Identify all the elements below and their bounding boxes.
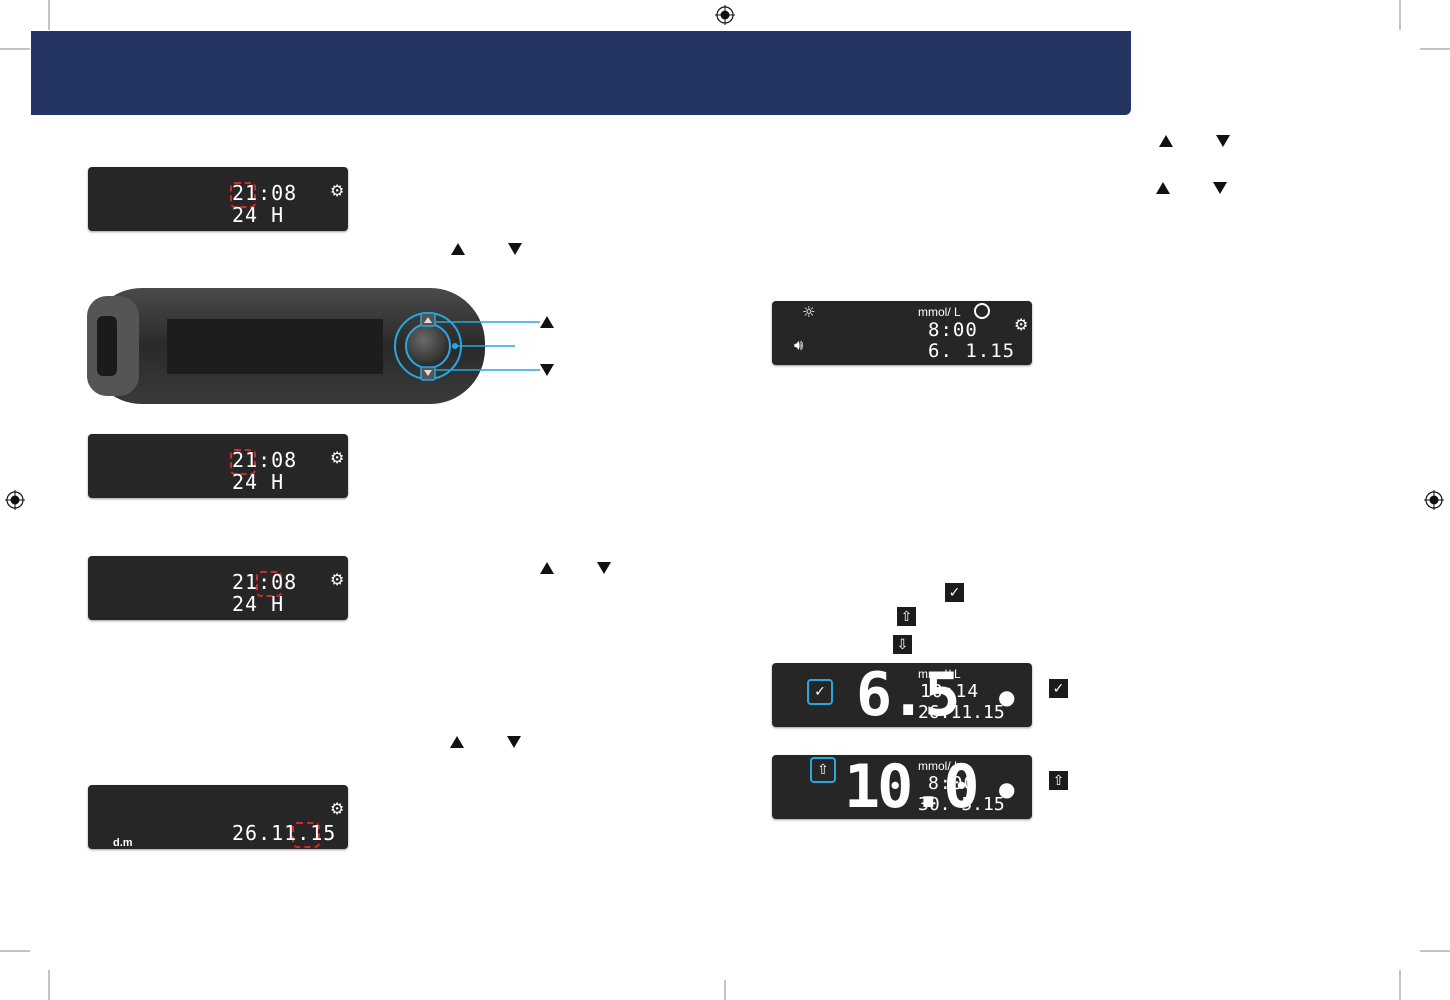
date-value: 6. 1.15	[928, 340, 1016, 362]
time-value: 21:08	[232, 570, 298, 594]
format-value: 24 H	[232, 470, 285, 494]
target-icon	[974, 303, 990, 319]
arrow-up-box-icon: ⇧	[1049, 771, 1068, 790]
arrow-down-icon	[508, 243, 522, 255]
check-marker-icon: ✓	[807, 679, 833, 705]
lcd-settings: ☼ 🔊︎ mmol/ L 8:00 6. 1.15 ⚙	[772, 301, 1032, 365]
arrow-up-icon	[450, 736, 464, 748]
arrow-down-icon	[507, 736, 521, 748]
gear-icon: ⚙	[330, 448, 345, 467]
arrow-down-icon	[597, 562, 611, 574]
check-icon: ✓	[1049, 679, 1068, 698]
result-value: 10.0	[844, 752, 979, 822]
format-value: 24 H	[232, 203, 285, 227]
unit-label: mmol/ L	[918, 759, 961, 773]
time-value: 21:08	[232, 181, 298, 205]
registration-mark-right	[1424, 490, 1444, 510]
gear-icon: ⚙	[330, 570, 345, 589]
light-icon: ☼	[802, 303, 816, 321]
apple-icon: ●	[998, 685, 1016, 709]
speaker-icon: 🔊︎	[794, 336, 804, 354]
lcd-date: 26.11.15 d.m ⚙	[88, 785, 348, 849]
date-value: 30. 5.15	[918, 794, 1005, 815]
lcd-result-normal: ✓ 6.5 mmol/ L 10:14 26.11.15 ●	[772, 663, 1032, 727]
lcd-result-high: ⇧ 10.0 mmol/ L 8:00 30. 5.15 ●	[772, 755, 1032, 819]
arrow-up-marker-icon: ⇧	[810, 757, 836, 783]
time-value: 10:14	[920, 681, 980, 702]
arrow-up-icon	[451, 243, 465, 255]
arrow-up-icon	[540, 562, 554, 574]
time-value: 21:08	[232, 448, 298, 472]
arrow-down-box-icon: ⇩	[893, 635, 912, 654]
arrow-up-box-icon: ⇧	[897, 607, 916, 626]
registration-mark-top	[715, 5, 735, 25]
unit-label: mmol/ L	[918, 667, 961, 681]
arrow-down-icon	[1213, 182, 1227, 194]
time-value: 8:00	[928, 773, 976, 794]
arrow-up-icon	[1156, 182, 1170, 194]
lcd-time-minutes: 21:08 24 H ⚙	[88, 556, 348, 620]
gear-icon: ⚙	[330, 181, 345, 200]
highlight-hours	[230, 182, 256, 208]
check-icon: ✓	[945, 583, 964, 602]
arrow-up-icon	[1159, 135, 1173, 147]
time-value: 8:00	[928, 319, 978, 341]
lcd-time-hours-2: 21:08 24 H ⚙	[88, 434, 348, 498]
date-format-label: d.m	[113, 837, 133, 849]
meter-device	[87, 288, 554, 404]
format-value: 24 H	[232, 592, 285, 616]
date-value: 26.11.15	[918, 702, 1005, 723]
lcd-time-hours: 21:08 24 H ⚙	[88, 167, 348, 231]
date-value: 26.11.15	[232, 821, 337, 845]
highlight-hours	[230, 449, 256, 475]
arrow-down-icon	[1216, 135, 1230, 147]
highlight-minutes	[256, 571, 282, 597]
apple-icon: ●	[998, 777, 1016, 801]
highlight-year	[292, 822, 320, 848]
gear-icon: ⚙	[330, 799, 345, 818]
unit-label: mmol/ L	[918, 305, 961, 319]
registration-mark-left	[5, 490, 25, 510]
header-band	[31, 31, 1131, 115]
result-value: 6.5	[856, 660, 960, 730]
gear-icon: ⚙	[1014, 315, 1029, 334]
